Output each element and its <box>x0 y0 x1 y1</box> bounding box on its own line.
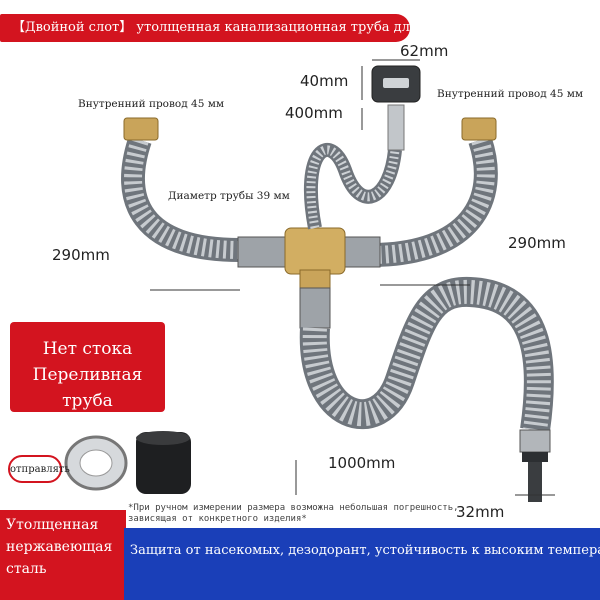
redbox-line2: Переливная труба <box>32 365 143 411</box>
redbox-line1: Нет стока <box>42 339 133 359</box>
title-banner: 【Двойной слот】 утолщенная канализационна… <box>0 14 486 42</box>
dim-drain-length: 400mm <box>285 104 343 122</box>
dim-pipe-diameter: Диаметр трубы 39 мм <box>168 190 290 202</box>
footer-right-label: Защита от насекомых, дезодорант, устойчи… <box>124 528 600 600</box>
measurement-footnote: *При ручном измерении размера возможна н… <box>128 503 459 524</box>
dim-hose-length: 1000mm <box>328 454 396 472</box>
dim-right-thread: Внутренний провод 45 мм <box>437 88 584 100</box>
dim-left-thread: Внутренний провод 45 мм <box>78 98 225 110</box>
dim-outlet: 32mm <box>456 503 505 521</box>
dim-top-width: 62mm <box>400 42 449 60</box>
footer-left-label: Утолщенная нержавеющая сталь <box>0 510 126 600</box>
dim-top-height: 40mm <box>300 72 349 90</box>
send-badge: отправлять <box>8 455 70 483</box>
dim-left-arm: 290mm <box>52 246 110 264</box>
dim-right-arm: 290mm <box>508 234 566 252</box>
no-drain-overflow-box: Нет стока Переливная труба <box>10 322 165 412</box>
